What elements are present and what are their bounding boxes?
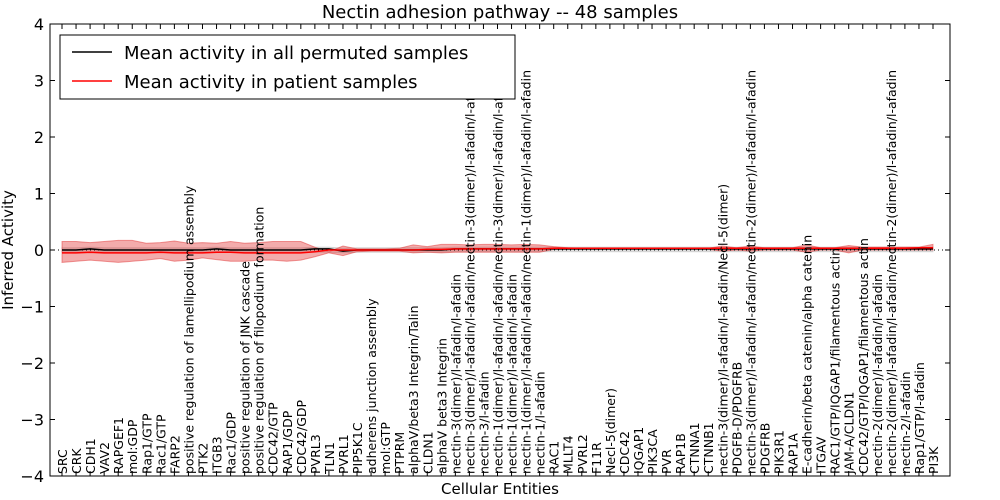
x-tick-label: PIK3CA: [645, 429, 660, 474]
x-tick-label: CDC42/GTP: [266, 402, 281, 474]
x-tick-label: CDH1: [83, 438, 98, 474]
x-tick-label: FARP2: [167, 435, 182, 474]
x-tick-label: alphaV/beta3 Integrin/Talin: [406, 306, 421, 475]
x-tick-label: alphaV beta3 Integrin: [434, 338, 449, 474]
x-tick-label: CDC42/GDP: [294, 399, 309, 474]
x-tick-label: nectin-2/l-afadin: [898, 372, 913, 475]
x-tick-label: CRK: [69, 448, 84, 474]
chart-title: Nectin adhesion pathway -- 48 samples: [322, 2, 678, 23]
y-tick-label: 3: [34, 72, 44, 91]
x-tick-label: RAC1/GTP/IQGAP1/filamentous actin: [828, 248, 843, 474]
x-tick-label: nectin-3(dimer)/l-afadin/l-afadin/nectin…: [743, 70, 758, 474]
x-tick-label: Rap1/GTP/l-afadin: [912, 362, 927, 474]
x-tick-label: IQGAP1: [631, 427, 646, 474]
legend-box: [59, 34, 516, 100]
y-tick-label: 4: [34, 15, 44, 34]
x-tick-label: ITGAV: [814, 436, 829, 474]
y-tick-label: −3: [20, 411, 44, 430]
y-tick-label: 1: [34, 185, 44, 204]
x-tick-label: ITGB3: [210, 436, 225, 474]
legend-entry: Mean activity in patient samples: [124, 72, 418, 93]
x-tick-label: Rac1/GTP: [153, 414, 168, 474]
x-tick-label: mol:GTP: [378, 422, 393, 474]
x-tick-label: E-cadherin/beta catenin/alpha catenin: [800, 235, 815, 474]
y-tick-label: −1: [20, 298, 44, 317]
x-tick-label: mol:GDP: [125, 419, 140, 474]
x-tick-label: CDC42/GTP/IQGAP1/filamentous actin: [856, 238, 871, 474]
x-tick-label: RAC1: [547, 441, 562, 474]
x-tick-label: nectin-1(dimer)/l-afadin/l-afadin: [505, 274, 520, 474]
y-axis-label: Inferred Activity: [0, 190, 17, 310]
x-axis-label: Cellular Entities: [441, 480, 559, 498]
x-tick-label: nectin-1/l-afadin: [533, 372, 548, 475]
x-tick-label: PI3K: [926, 446, 941, 474]
x-tick-label: positive regulation of lamellipodium ass…: [181, 185, 196, 474]
x-tick-label: CDC42: [617, 431, 632, 474]
x-tick-label: RAPGEF1: [111, 417, 126, 474]
x-tick-label: nectin-1(dimer)/l-afadin/l-afadin/nectin…: [519, 70, 534, 474]
x-tick-label: Rac1/GDP: [224, 412, 239, 474]
x-tick-label: SRC: [55, 449, 70, 474]
x-tick-label: RAP1/GDP: [280, 410, 295, 474]
x-tick-label: PTPRM: [392, 432, 407, 474]
patient-band: [61, 239, 934, 263]
x-tick-label: PVRL3: [308, 434, 323, 474]
x-tick-label: TLN1: [322, 442, 337, 475]
x-tick-label: CLDN1: [420, 431, 435, 474]
x-tick-label: MLLT4: [561, 435, 576, 474]
x-tick-label: nectin-3(dimer)/l-afadin/l-afadin/nectin…: [462, 70, 477, 474]
x-tick-label: PIP5K1C: [350, 422, 365, 474]
x-tick-label: VAV2: [97, 442, 112, 474]
x-tick-label: PVR: [659, 449, 674, 474]
x-tick-label: RAP1A: [786, 433, 801, 474]
patient-mean-line: [62, 246, 933, 254]
legend: Mean activity in all permuted samplesMea…: [59, 34, 516, 100]
x-tick-label: positive regulation of JNK cascade: [238, 261, 253, 474]
x-tick-label: CTNNA1: [687, 422, 702, 474]
x-tick-label: nectin-2(dimer)/l-afadin/l-afadin: [870, 274, 885, 474]
y-tick-label: −2: [20, 354, 44, 373]
x-tick-label: nectin-3(dimer)/l-afadin/l-afadin/Necl-5…: [715, 184, 730, 474]
x-tick-label: F11R: [589, 442, 604, 474]
x-tick-label: PIK3R1: [771, 430, 786, 474]
x-tick-label: JAM-A/CLDN1: [842, 392, 857, 475]
x-tick-label: nectin-1(dimer)/l-afadin/l-afadin/nectin…: [491, 70, 506, 474]
y-tick-label: −4: [20, 467, 44, 486]
x-tick-label: nectin-2(dimer)/l-afadin/l-afadin/nectin…: [884, 70, 899, 474]
x-tick-label: positive regulation of filopodium format…: [252, 207, 267, 474]
x-tick-label: nectin-3/l-afadin: [476, 372, 491, 475]
x-tick-label: CTNNB1: [701, 422, 716, 474]
x-tick-label: PTK2: [195, 443, 210, 474]
x-tick-label: RAP1B: [673, 433, 688, 474]
y-tick-label: 2: [34, 128, 44, 147]
x-tick-label: nectin-3(dimer)/l-afadin/l-afadin: [448, 274, 463, 474]
legend-entry: Mean activity in all permuted samples: [124, 43, 468, 64]
x-tick-label: Rap1/GTP: [139, 413, 154, 474]
x-tick-label: PDGFRB: [757, 423, 772, 474]
x-tick-label: PVRL2: [575, 434, 590, 474]
y-tick-label: 0: [34, 241, 44, 260]
x-tick-label: PVRL1: [336, 434, 351, 474]
x-tick-label: Necl-5(dimer): [603, 388, 618, 474]
x-tick-label: adherens junction assembly: [364, 298, 379, 474]
x-tick-label: PDGFB-D/PDGFRB: [729, 362, 744, 474]
